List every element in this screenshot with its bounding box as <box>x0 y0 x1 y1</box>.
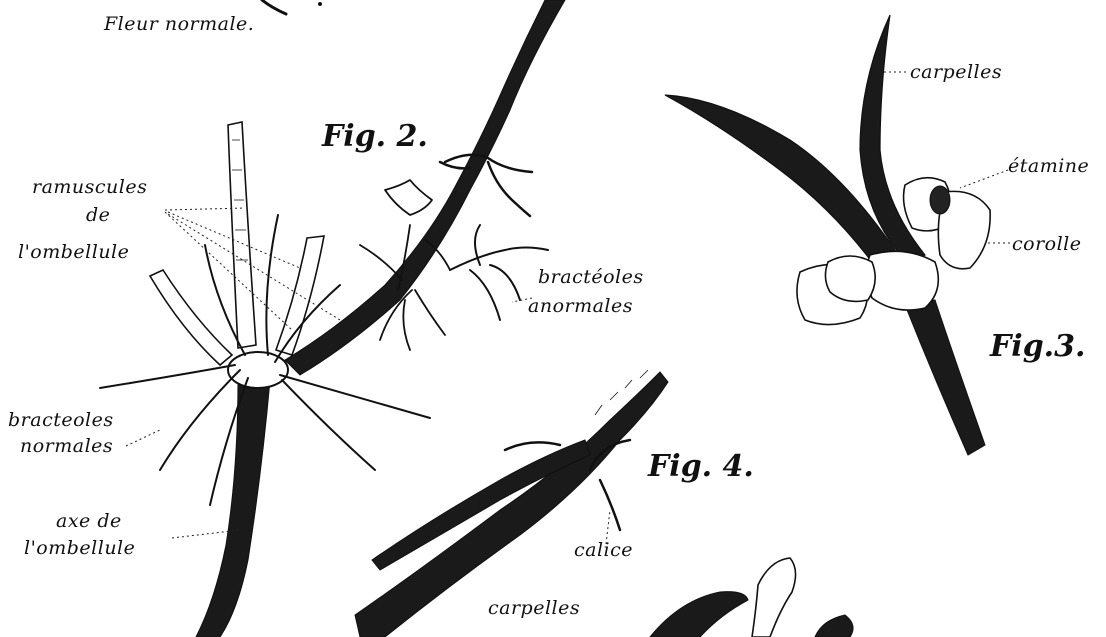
label-bracteoles-normales-1: bracteoles <box>8 409 114 431</box>
label-bracteoles-anormales-2: anormales <box>528 295 633 317</box>
label-axe-ombellule: l'ombellule <box>24 537 135 559</box>
label-fig-2: Fig. 2. <box>321 119 428 154</box>
label-ramuscules: ramuscules <box>32 176 147 198</box>
label-etamine: étamine <box>1008 155 1089 177</box>
label-carpelles-fig3: carpelles <box>910 61 1002 83</box>
label-carpelles-fig4: carpelles <box>488 597 580 619</box>
label-axe-de: axe de <box>56 510 122 532</box>
label-bracteoles-normales-2: normales <box>20 435 113 457</box>
fig1-fragment <box>262 0 322 14</box>
label-ramuscules-de: de <box>86 204 110 226</box>
label-fleur-normale: Fleur normale. <box>103 13 254 35</box>
label-fig-4: Fig. 4. <box>647 449 754 484</box>
label-corolle: corolle <box>1012 233 1082 255</box>
label-ramuscules-ombellule: l'ombellule <box>18 241 129 263</box>
label-calice: calice <box>574 539 633 561</box>
label-bracteoles-anormales-1: bractéoles <box>538 266 644 288</box>
label-fig-3: Fig.3. <box>989 329 1085 364</box>
fig4-drawing <box>355 370 853 637</box>
